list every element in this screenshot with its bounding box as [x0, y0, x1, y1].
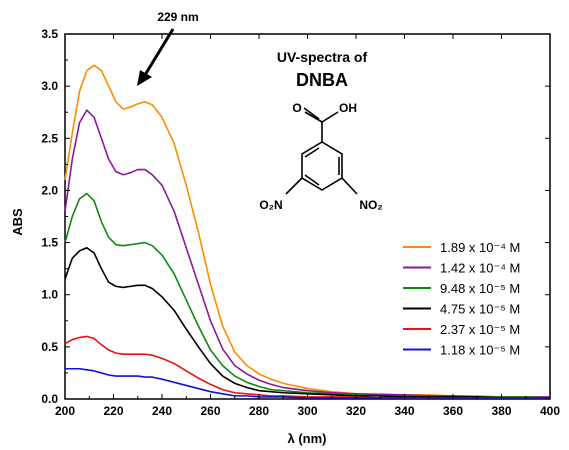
legend: 1.89 x 10⁻⁴ M 1.42 x 10⁻⁴ M 9.48 x 10⁻⁵ M 4… — [403, 240, 520, 358]
x-tick-label-10: 400 — [540, 404, 560, 418]
x-tick-label-0: 200 — [55, 404, 75, 418]
legend-label-1: 1.42 x 10⁻⁴ M — [440, 261, 520, 276]
series-layer — [64, 64, 551, 399]
x-tick-label-6: 320 — [346, 404, 366, 418]
x-tick-label-5: 300 — [297, 404, 317, 418]
peak-annotation-label: 229 nm — [157, 10, 198, 24]
y-tick-label-4: 2.0 — [41, 183, 58, 197]
x-tick-label-3: 260 — [200, 404, 220, 418]
legend-label-2: 9.48 x 10⁻⁵ M — [440, 281, 520, 296]
inset-title-line2: DNBA — [296, 70, 348, 90]
series-line-3 — [64, 246, 550, 399]
y-tick-label-6: 3.0 — [41, 79, 58, 93]
molecule-nitro-right: NO₂ — [359, 198, 382, 212]
y-tick-label-0: 0.0 — [41, 392, 58, 406]
nitro-bonds — [285, 177, 358, 195]
x-tick-label-2: 240 — [152, 404, 172, 418]
legend-label-0: 1.89 x 10⁻⁴ M — [440, 240, 520, 255]
molecule-structure — [285, 107, 358, 195]
carboxyl-bonds — [303, 107, 339, 142]
molecule-carbonyl-o: O — [292, 101, 301, 115]
legend-label-4: 2.37 x 10⁻⁵ M — [440, 322, 520, 337]
legend-label-5: 1.18 x 10⁻⁵ M — [440, 343, 520, 358]
y-tick-label-3: 1.5 — [41, 236, 58, 250]
y-tick-label-5: 2.5 — [41, 131, 58, 145]
molecule-hydroxyl: OH — [339, 101, 357, 115]
y-tick-label-2: 1.0 — [41, 288, 58, 302]
y-axis-label: ABS — [10, 208, 25, 236]
x-axis-label: λ (nm) — [288, 431, 327, 446]
molecule-nitro-left: O₂N — [259, 198, 282, 212]
x-tick-label-8: 360 — [443, 404, 463, 418]
peak-arrow-icon — [137, 28, 175, 86]
x-tick-label-9: 380 — [491, 404, 511, 418]
x-tick-label-7: 340 — [394, 404, 414, 418]
series-line-2 — [64, 192, 551, 399]
y-tick-label-7: 3.5 — [41, 27, 58, 41]
y-tick-label-1: 0.5 — [41, 340, 58, 354]
series-line-5 — [65, 367, 550, 399]
axes-layer: 200 220 240 260 280 300 320 340 360 380 400 0.0 0.5 1… — [41, 27, 560, 418]
inset-title-line1: UV-spectra of — [277, 49, 368, 65]
x-tick-label-4: 280 — [249, 404, 269, 418]
x-tick-label-1: 220 — [103, 404, 123, 418]
benzene-ring-icon — [301, 141, 343, 191]
legend-label-3: 4.75 x 10⁻⁵ M — [440, 302, 520, 317]
